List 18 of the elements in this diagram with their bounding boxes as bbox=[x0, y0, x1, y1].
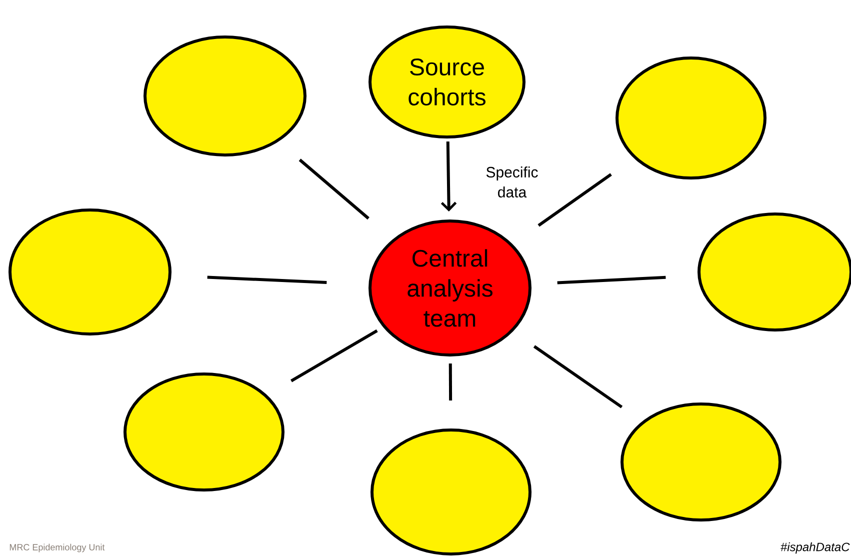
ellipse bbox=[616, 56, 766, 180]
connector-line bbox=[207, 276, 327, 284]
connector-line bbox=[290, 329, 378, 382]
ellipse bbox=[620, 402, 782, 522]
connector-line bbox=[538, 173, 612, 227]
arrow bbox=[440, 141, 457, 212]
hashtag-text: #ispahDataC bbox=[780, 542, 850, 554]
connector-line bbox=[557, 276, 666, 284]
footer-text: MRC Epidemiology Unit bbox=[10, 544, 105, 552]
ellipse bbox=[8, 208, 172, 336]
connector-line bbox=[448, 363, 452, 401]
ellipse bbox=[124, 372, 284, 492]
ellipse bbox=[370, 428, 532, 556]
edge-label: Specific data bbox=[486, 166, 538, 198]
ellipse bbox=[144, 36, 306, 156]
connector-line bbox=[298, 158, 370, 220]
connector-line bbox=[533, 345, 623, 408]
ellipse bbox=[698, 212, 851, 332]
